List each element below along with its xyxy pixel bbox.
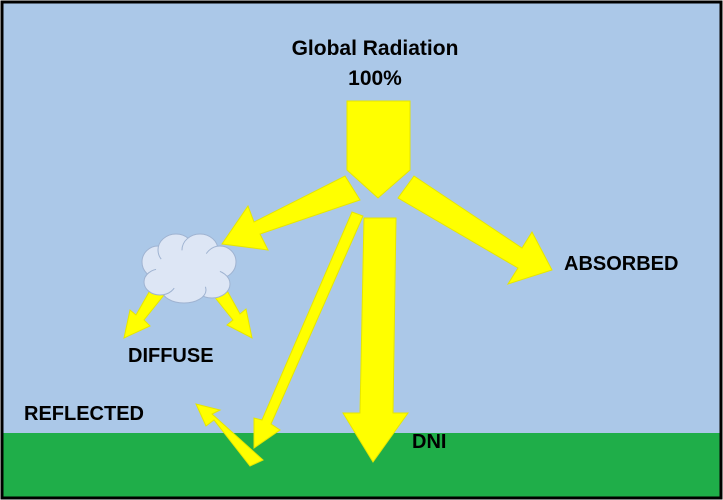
- arrow-dni: [342, 217, 409, 463]
- title-label: Global Radiation: [292, 37, 459, 60]
- arrow-absorbed: [397, 175, 553, 285]
- percent-label: 100%: [348, 67, 402, 90]
- absorbed-label: ABSORBED: [564, 253, 678, 275]
- arrow-diffuse-left: [123, 286, 165, 339]
- arrow-reflected: [195, 403, 264, 467]
- incoming-radiation-arrow: [346, 100, 411, 199]
- dni-label: DNI: [412, 431, 446, 453]
- arrow-to-ground: [253, 211, 364, 449]
- cloud-icon: [141, 233, 237, 304]
- diffuse-label: DIFFUSE: [128, 345, 214, 367]
- reflected-label: REFLECTED: [24, 403, 144, 425]
- arrow-to-cloud: [221, 175, 361, 251]
